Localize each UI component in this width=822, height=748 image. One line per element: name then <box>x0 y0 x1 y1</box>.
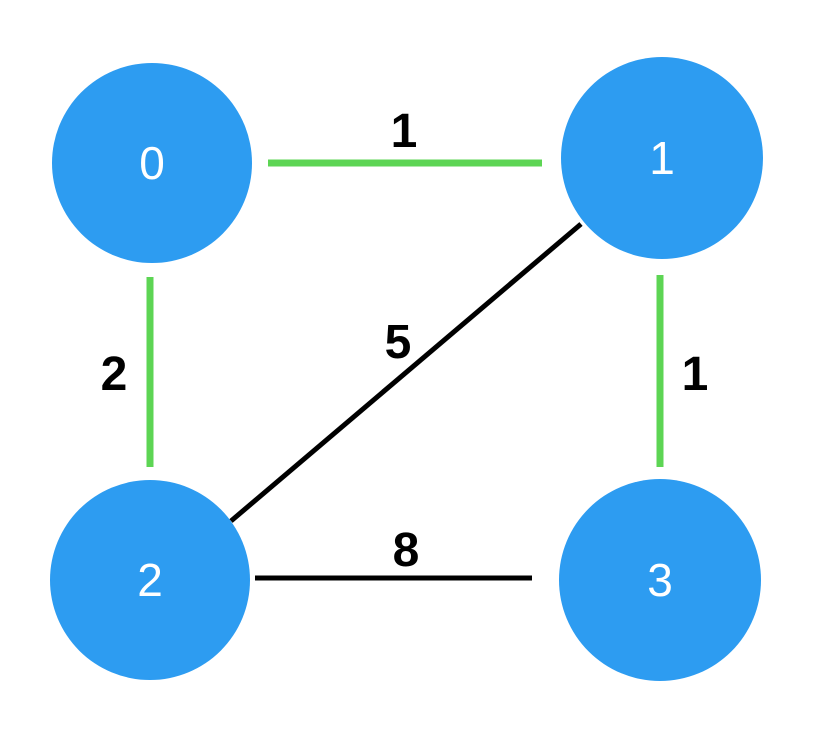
node-0-circle <box>52 63 252 263</box>
node-2-circle <box>50 480 250 680</box>
node-0-label: 0 <box>139 137 165 189</box>
node-1-circle <box>561 57 763 259</box>
node-2-label: 2 <box>137 554 163 606</box>
node-1-label: 1 <box>649 132 675 184</box>
edge-weight-0-1: 1 <box>391 105 418 158</box>
edge-weight-0-2: 2 <box>101 348 128 401</box>
edge-weight-2-3: 8 <box>393 524 420 577</box>
node-3: 3 <box>559 479 761 681</box>
node-1: 1 <box>561 57 763 259</box>
edge-1-2 <box>229 222 583 523</box>
node-3-circle <box>559 479 761 681</box>
edge-weight-1-3: 1 <box>682 348 709 401</box>
edges-layer <box>146 159 664 581</box>
node-2: 2 <box>50 480 250 680</box>
node-3-label: 3 <box>647 554 673 606</box>
nodes-layer: 0 1 2 3 <box>50 57 763 681</box>
edge-weight-1-2: 5 <box>385 316 412 369</box>
edge-weights-layer: 1 2 1 5 8 <box>101 105 709 577</box>
node-0: 0 <box>52 63 252 263</box>
